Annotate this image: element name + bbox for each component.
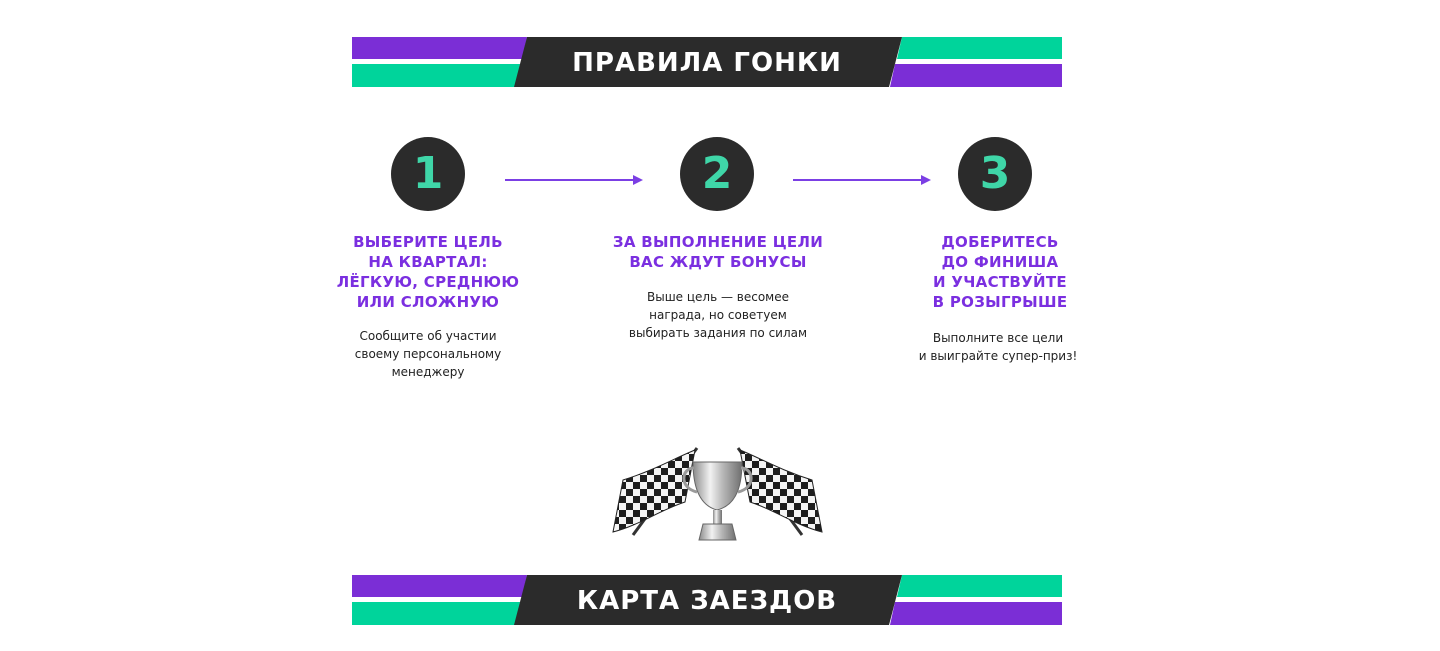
step-3-number: 3 xyxy=(958,137,1032,211)
step-2-description: Выше цель — весомее награда, но советуем… xyxy=(628,290,808,340)
step-1-description: Сообщите об участии своему персональному… xyxy=(354,329,502,379)
rules-title: ПРАВИЛА ГОНКИ xyxy=(572,48,842,78)
banner-stripes-graphic xyxy=(352,37,1062,87)
rules-banner: ПРАВИЛА ГОНКИ xyxy=(352,37,1062,87)
step-3-description: Выполните все цели и выиграйте супер-при… xyxy=(918,331,1078,363)
step-3-title: ДОБЕРИТЕСЬ ДО ФИНИША И УЧАСТВУЙТЕ В РОЗЫ… xyxy=(932,233,1068,311)
arrow-right-icon xyxy=(505,174,645,186)
step-1-number: 1 xyxy=(391,137,465,211)
trophy-with-checkered-flags-icon xyxy=(605,440,830,550)
banner-stripes-graphic xyxy=(352,575,1062,625)
step-1-title: ВЫБЕРИТЕ ЦЕЛЬ НА КВАРТАЛ: ЛЁГКУЮ, СРЕДНЮ… xyxy=(336,233,520,311)
race-map-title: КАРТА ЗАЕЗДОВ xyxy=(576,586,838,616)
step-2-number: 2 xyxy=(680,137,754,211)
step-2-title: ЗА ВЫПОЛНЕНИЕ ЦЕЛИ ВАС ЖДУТ БОНУСЫ xyxy=(612,233,824,271)
race-map-banner: КАРТА ЗАЕЗДОВ xyxy=(352,575,1062,625)
arrow-right-icon xyxy=(793,174,933,186)
